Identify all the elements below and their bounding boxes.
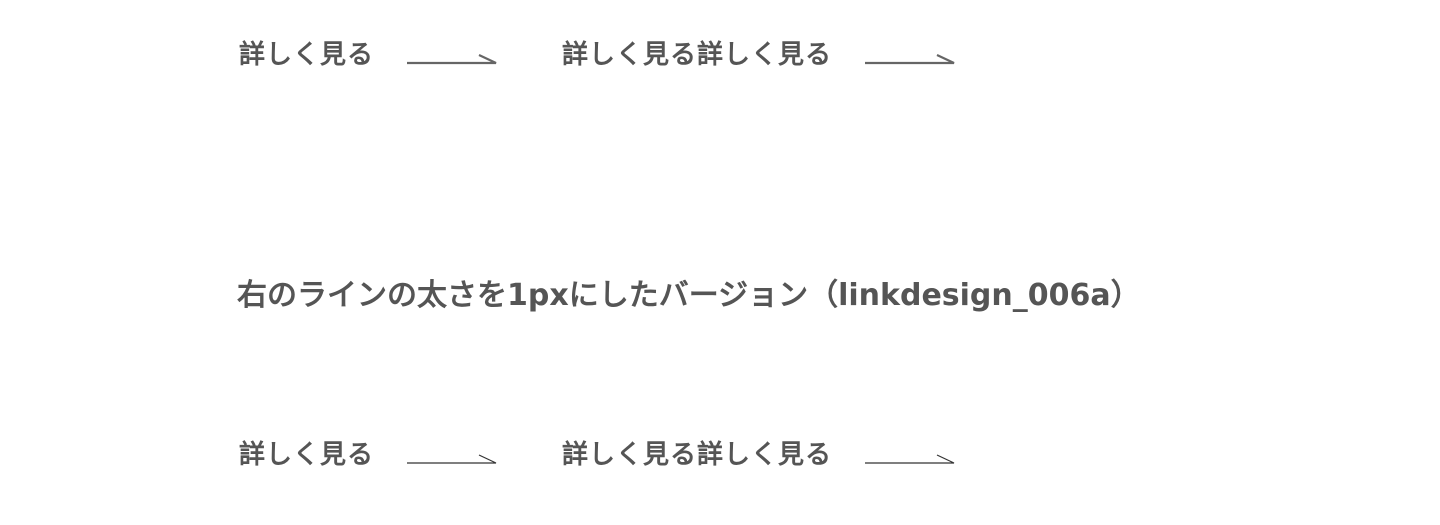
details-link-label: 詳しく見る [239,40,375,70]
long-right-arrow-icon [865,454,955,464]
details-link-label: 詳しく見る詳しく見る [562,40,833,70]
details-link[interactable]: 詳しく見る [239,442,497,468]
long-right-arrow-icon [865,54,955,65]
section-heading: 右のラインの太さを1pxにしたバージョン（linkdesign_006a） [237,278,1141,313]
details-link[interactable]: 詳しく見る詳しく見る [562,442,955,468]
long-right-arrow-icon [407,454,497,464]
details-link-label: 詳しく見る [239,440,375,470]
long-right-arrow-icon [407,54,497,65]
details-link[interactable]: 詳しく見る詳しく見る [562,42,955,68]
details-link[interactable]: 詳しく見る [239,42,497,68]
details-link-label: 詳しく見る詳しく見る [562,440,833,470]
